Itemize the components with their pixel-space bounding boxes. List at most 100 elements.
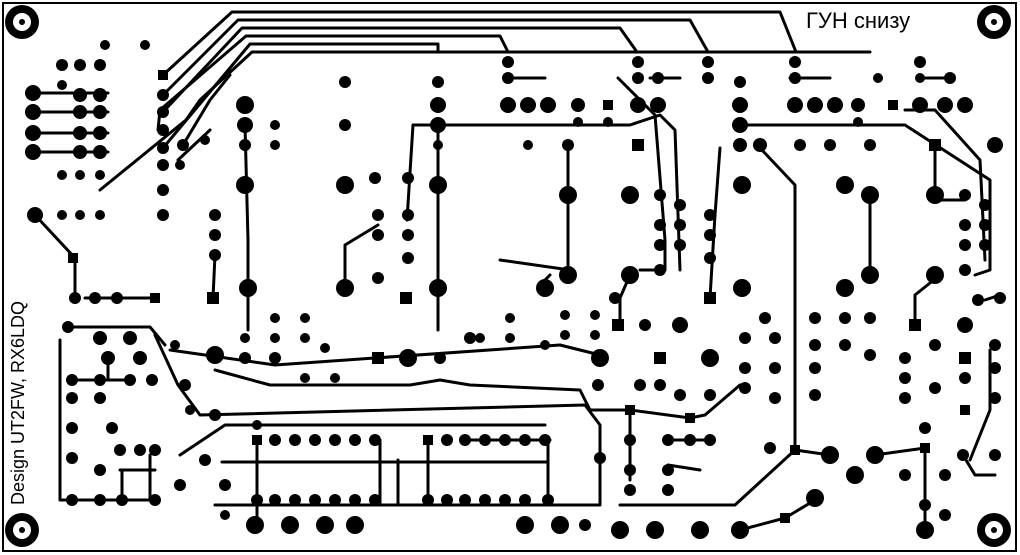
pad (733, 138, 747, 152)
pad (732, 97, 748, 113)
pad (502, 72, 514, 84)
pad (989, 392, 1001, 404)
pad (603, 117, 613, 127)
pad (73, 105, 87, 119)
pad (402, 172, 414, 184)
square-pad (704, 292, 716, 304)
pad (979, 199, 991, 211)
pad (433, 140, 443, 150)
pad (206, 346, 224, 364)
pad (520, 97, 536, 113)
pad (559, 186, 577, 204)
pad (937, 97, 953, 113)
square-pad (612, 319, 624, 331)
pad (691, 521, 709, 539)
pad (66, 374, 78, 386)
pad (66, 494, 78, 506)
pad (124, 374, 136, 386)
pad (157, 106, 169, 118)
pad (646, 521, 664, 539)
pad (336, 279, 354, 297)
pad (836, 279, 854, 297)
board-title: ГУН снизу (806, 8, 911, 33)
pad (540, 97, 556, 113)
pad (56, 59, 68, 71)
mounting-hole (5, 5, 39, 39)
pad (339, 119, 351, 131)
square-pad (207, 292, 219, 304)
pad (731, 521, 749, 539)
pad (794, 139, 806, 151)
square-pad (685, 413, 695, 423)
pad (753, 138, 767, 152)
pad (733, 279, 751, 297)
pad (704, 389, 716, 401)
pad (674, 219, 686, 231)
pad (369, 434, 381, 446)
pad (246, 516, 264, 534)
pad (464, 332, 476, 344)
pad (320, 343, 330, 353)
pad (502, 56, 514, 68)
traces (31, 10, 1002, 532)
pad (220, 510, 230, 520)
pad (434, 352, 446, 364)
pad (989, 362, 1001, 374)
square-pad (573, 100, 583, 110)
pad (609, 292, 621, 304)
pad (809, 362, 821, 374)
pad (500, 97, 516, 113)
pad (239, 139, 251, 151)
pad (289, 434, 301, 446)
pad (57, 170, 67, 180)
pad (349, 434, 361, 446)
pad (702, 72, 714, 84)
pad (654, 379, 666, 391)
pad (739, 362, 751, 374)
pad (590, 310, 600, 320)
pad (824, 139, 836, 151)
pad (916, 521, 934, 539)
pad (300, 373, 310, 383)
pad (309, 434, 321, 446)
pad (62, 321, 74, 333)
pad (806, 489, 824, 507)
pad (270, 313, 280, 323)
pad (25, 104, 41, 120)
pad (959, 264, 971, 276)
pad (75, 210, 85, 220)
pad (157, 159, 169, 171)
pad (915, 73, 925, 83)
pad (919, 499, 931, 511)
pad (701, 349, 719, 367)
pad (66, 422, 78, 434)
pad (899, 469, 911, 481)
pad (441, 494, 453, 506)
pad (662, 464, 674, 476)
square-pad (252, 435, 262, 445)
pad (441, 434, 453, 446)
pad (899, 352, 911, 364)
pad (270, 333, 280, 343)
square-pad (423, 435, 433, 445)
pad (402, 252, 414, 264)
pad (300, 313, 310, 323)
pad (769, 332, 781, 344)
pad (959, 372, 971, 384)
pad (499, 494, 511, 506)
pad (372, 209, 384, 221)
pads (25, 40, 1006, 539)
pad (116, 494, 128, 506)
pad (75, 170, 85, 180)
pad (349, 494, 361, 506)
pad (836, 176, 854, 194)
pad (236, 176, 254, 194)
pad (702, 56, 714, 68)
pad (239, 279, 257, 297)
pad (252, 420, 262, 430)
pad (914, 56, 926, 68)
pad (281, 516, 299, 534)
pad (95, 210, 105, 220)
pad (519, 434, 531, 446)
